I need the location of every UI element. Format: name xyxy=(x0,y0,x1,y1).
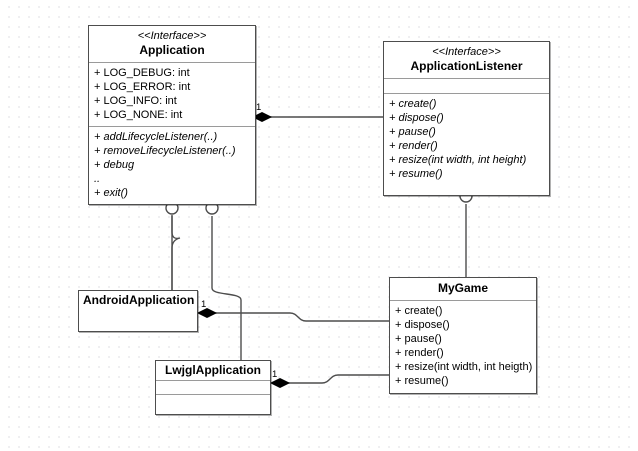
operation-item: + debug xyxy=(94,159,135,171)
operation-item: + resume() xyxy=(389,168,443,180)
class-box-application[interactable]: <<Interface>> Application + LOG_DEBUG: i… xyxy=(88,25,256,205)
connector-androidapplication-to-mygame xyxy=(196,307,389,322)
class-header-mygame: MyGame xyxy=(390,278,536,301)
operation-item: + create() xyxy=(389,98,437,110)
attribute-item: + LOG_DEBUG: int xyxy=(94,67,190,79)
class-name-androidapplication: AndroidApplication xyxy=(83,293,195,307)
class-attributes-applicationlistener xyxy=(384,79,549,94)
class-operations-applicationlistener: + create() + dispose() + pause() + rende… xyxy=(384,94,549,185)
class-header-application: <<Interface>> Application xyxy=(89,26,255,63)
class-name-applicationlistener: ApplicationListener xyxy=(410,59,523,73)
operation-item: + resize(int width, int heigth) xyxy=(395,361,533,373)
class-name-lwjglapplication: LwjglApplication xyxy=(165,363,261,377)
connector-lwjglapplication-realization xyxy=(205,201,242,365)
class-header-androidapplication: AndroidApplication xyxy=(79,291,197,310)
connector-lwjglapplication-to-mygame xyxy=(269,374,389,389)
operation-item: + dispose() xyxy=(395,319,450,331)
connector-application-to-applicationlistener xyxy=(251,111,383,123)
class-attributes-lwjglapplication xyxy=(156,381,270,395)
operation-item: + resume() xyxy=(395,375,449,387)
class-box-applicationlistener[interactable]: <<Interface>> ApplicationListener + crea… xyxy=(383,41,550,196)
class-box-androidapplication[interactable]: AndroidApplication xyxy=(78,290,198,332)
operation-item: + resize(int width, int height) xyxy=(389,154,527,166)
operation-item: + removeLifecycleListener(..) xyxy=(94,145,236,157)
class-stereotype-applicationlistener: <<Interface>> xyxy=(432,46,501,58)
operation-item: .. xyxy=(94,173,101,185)
operation-item: + addLifecycleListener(..) xyxy=(94,131,218,143)
class-name-mygame: MyGame xyxy=(437,281,489,295)
class-operations-application: + addLifecycleListener(..) + removeLifec… xyxy=(89,127,255,204)
operation-item: + pause() xyxy=(389,126,436,138)
class-stereotype-application: <<Interface>> xyxy=(137,30,207,42)
operation-item: + render() xyxy=(389,140,438,152)
class-attributes-application: + LOG_DEBUG: int + LOG_ERROR: int + LOG_… xyxy=(89,63,255,127)
attribute-item: + LOG_ERROR: int xyxy=(94,81,191,93)
class-operations-mygame: + create() + dispose() + pause() + rende… xyxy=(390,301,536,392)
multiplicity-android-mygame: 1 xyxy=(201,299,207,310)
operation-item: + dispose() xyxy=(389,112,444,124)
multiplicity-lwjgl-mygame: 1 xyxy=(272,369,278,380)
class-header-applicationlistener: <<Interface>> ApplicationListener xyxy=(384,42,549,79)
connector-androidapplication-realization xyxy=(165,201,181,290)
class-operations-lwjglapplication xyxy=(156,395,270,413)
operation-item: + render() xyxy=(395,347,444,359)
class-name-application: Application xyxy=(139,43,205,57)
class-box-mygame[interactable]: MyGame + create() + dispose() + pause() … xyxy=(389,277,537,394)
attribute-item: + LOG_NONE: int xyxy=(94,109,183,121)
attribute-item: + LOG_INFO: int xyxy=(94,95,177,107)
operation-item: + pause() xyxy=(395,333,442,345)
operation-item: + create() xyxy=(395,305,443,317)
operation-item: + exit() xyxy=(94,187,128,199)
class-header-lwjglapplication: LwjglApplication xyxy=(156,361,270,381)
multiplicity-application-listener: 1 xyxy=(256,102,262,113)
connector-mygame-realization xyxy=(459,189,473,277)
class-box-lwjglapplication[interactable]: LwjglApplication xyxy=(155,360,271,415)
